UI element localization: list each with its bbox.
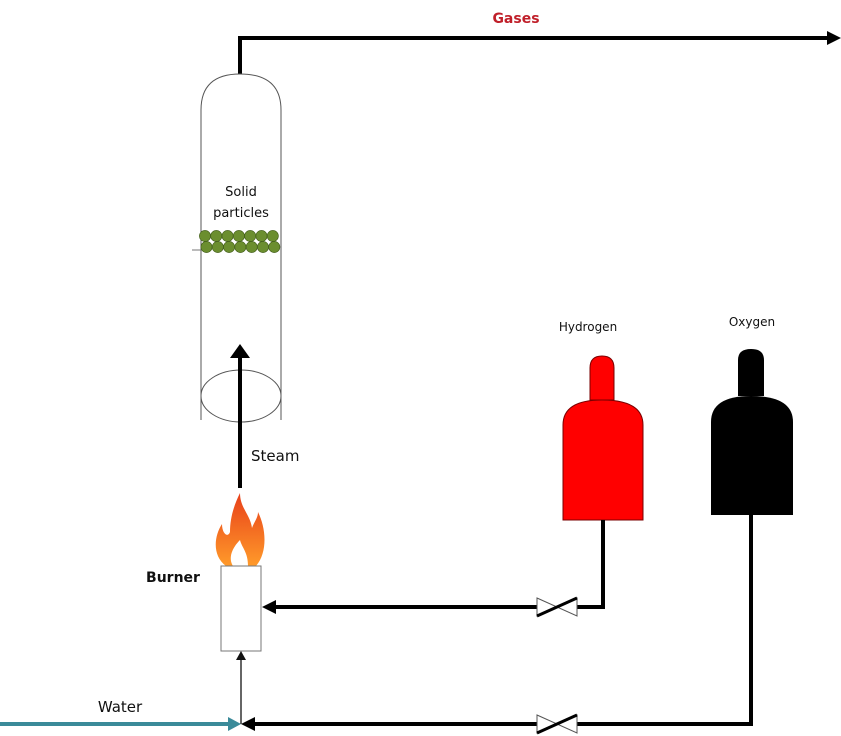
solid-particle [232, 230, 245, 242]
solid-particles-label-line1: Solid [225, 185, 257, 200]
burner-feed-arrowhead [236, 651, 246, 660]
solid-particle [221, 230, 234, 242]
steam-label: Steam [251, 447, 299, 465]
particle-bed [199, 230, 281, 253]
gases-outlet-pipe [238, 31, 841, 74]
water-label: Water [98, 698, 143, 716]
solid-particles-label-line2: particles [213, 206, 269, 221]
gases-arrowhead [827, 31, 841, 45]
solid-particle [245, 241, 258, 253]
solid-particle [255, 230, 268, 242]
oxygen-feed-pipe [241, 515, 753, 731]
oxygen-valve[interactable] [536, 713, 578, 735]
oxygen-cylinder [711, 349, 793, 515]
hydrogen-feed-pipe [262, 520, 605, 614]
steam-pipe [230, 344, 250, 488]
solid-particle [210, 230, 223, 242]
solid-particle [211, 241, 224, 253]
solid-particle [266, 230, 279, 242]
hydrogen-valve[interactable] [536, 596, 578, 618]
oxygen-label: Oxygen [729, 315, 775, 329]
burner-box [220, 565, 262, 652]
hydrogen-cylinder [562, 355, 644, 521]
flame-icon [215, 493, 265, 566]
burner-feed-pipe [236, 651, 246, 724]
solid-particle [234, 241, 247, 253]
water-feed-pipe [0, 717, 241, 731]
hydrogen-label: Hydrogen [559, 320, 617, 334]
solid-particle [244, 230, 257, 242]
steam-arrowhead [230, 344, 250, 358]
hydrogen-arrowhead [262, 600, 276, 614]
solid-particle [223, 241, 235, 253]
solid-particle [257, 241, 269, 253]
gases-label: Gases [492, 11, 539, 27]
water-arrowhead [228, 717, 241, 731]
solid-particle [268, 241, 281, 253]
solid-particle [200, 241, 213, 253]
burner-label: Burner [146, 570, 200, 586]
solid-particle [199, 230, 211, 242]
oxygen-arrowhead [241, 717, 255, 731]
